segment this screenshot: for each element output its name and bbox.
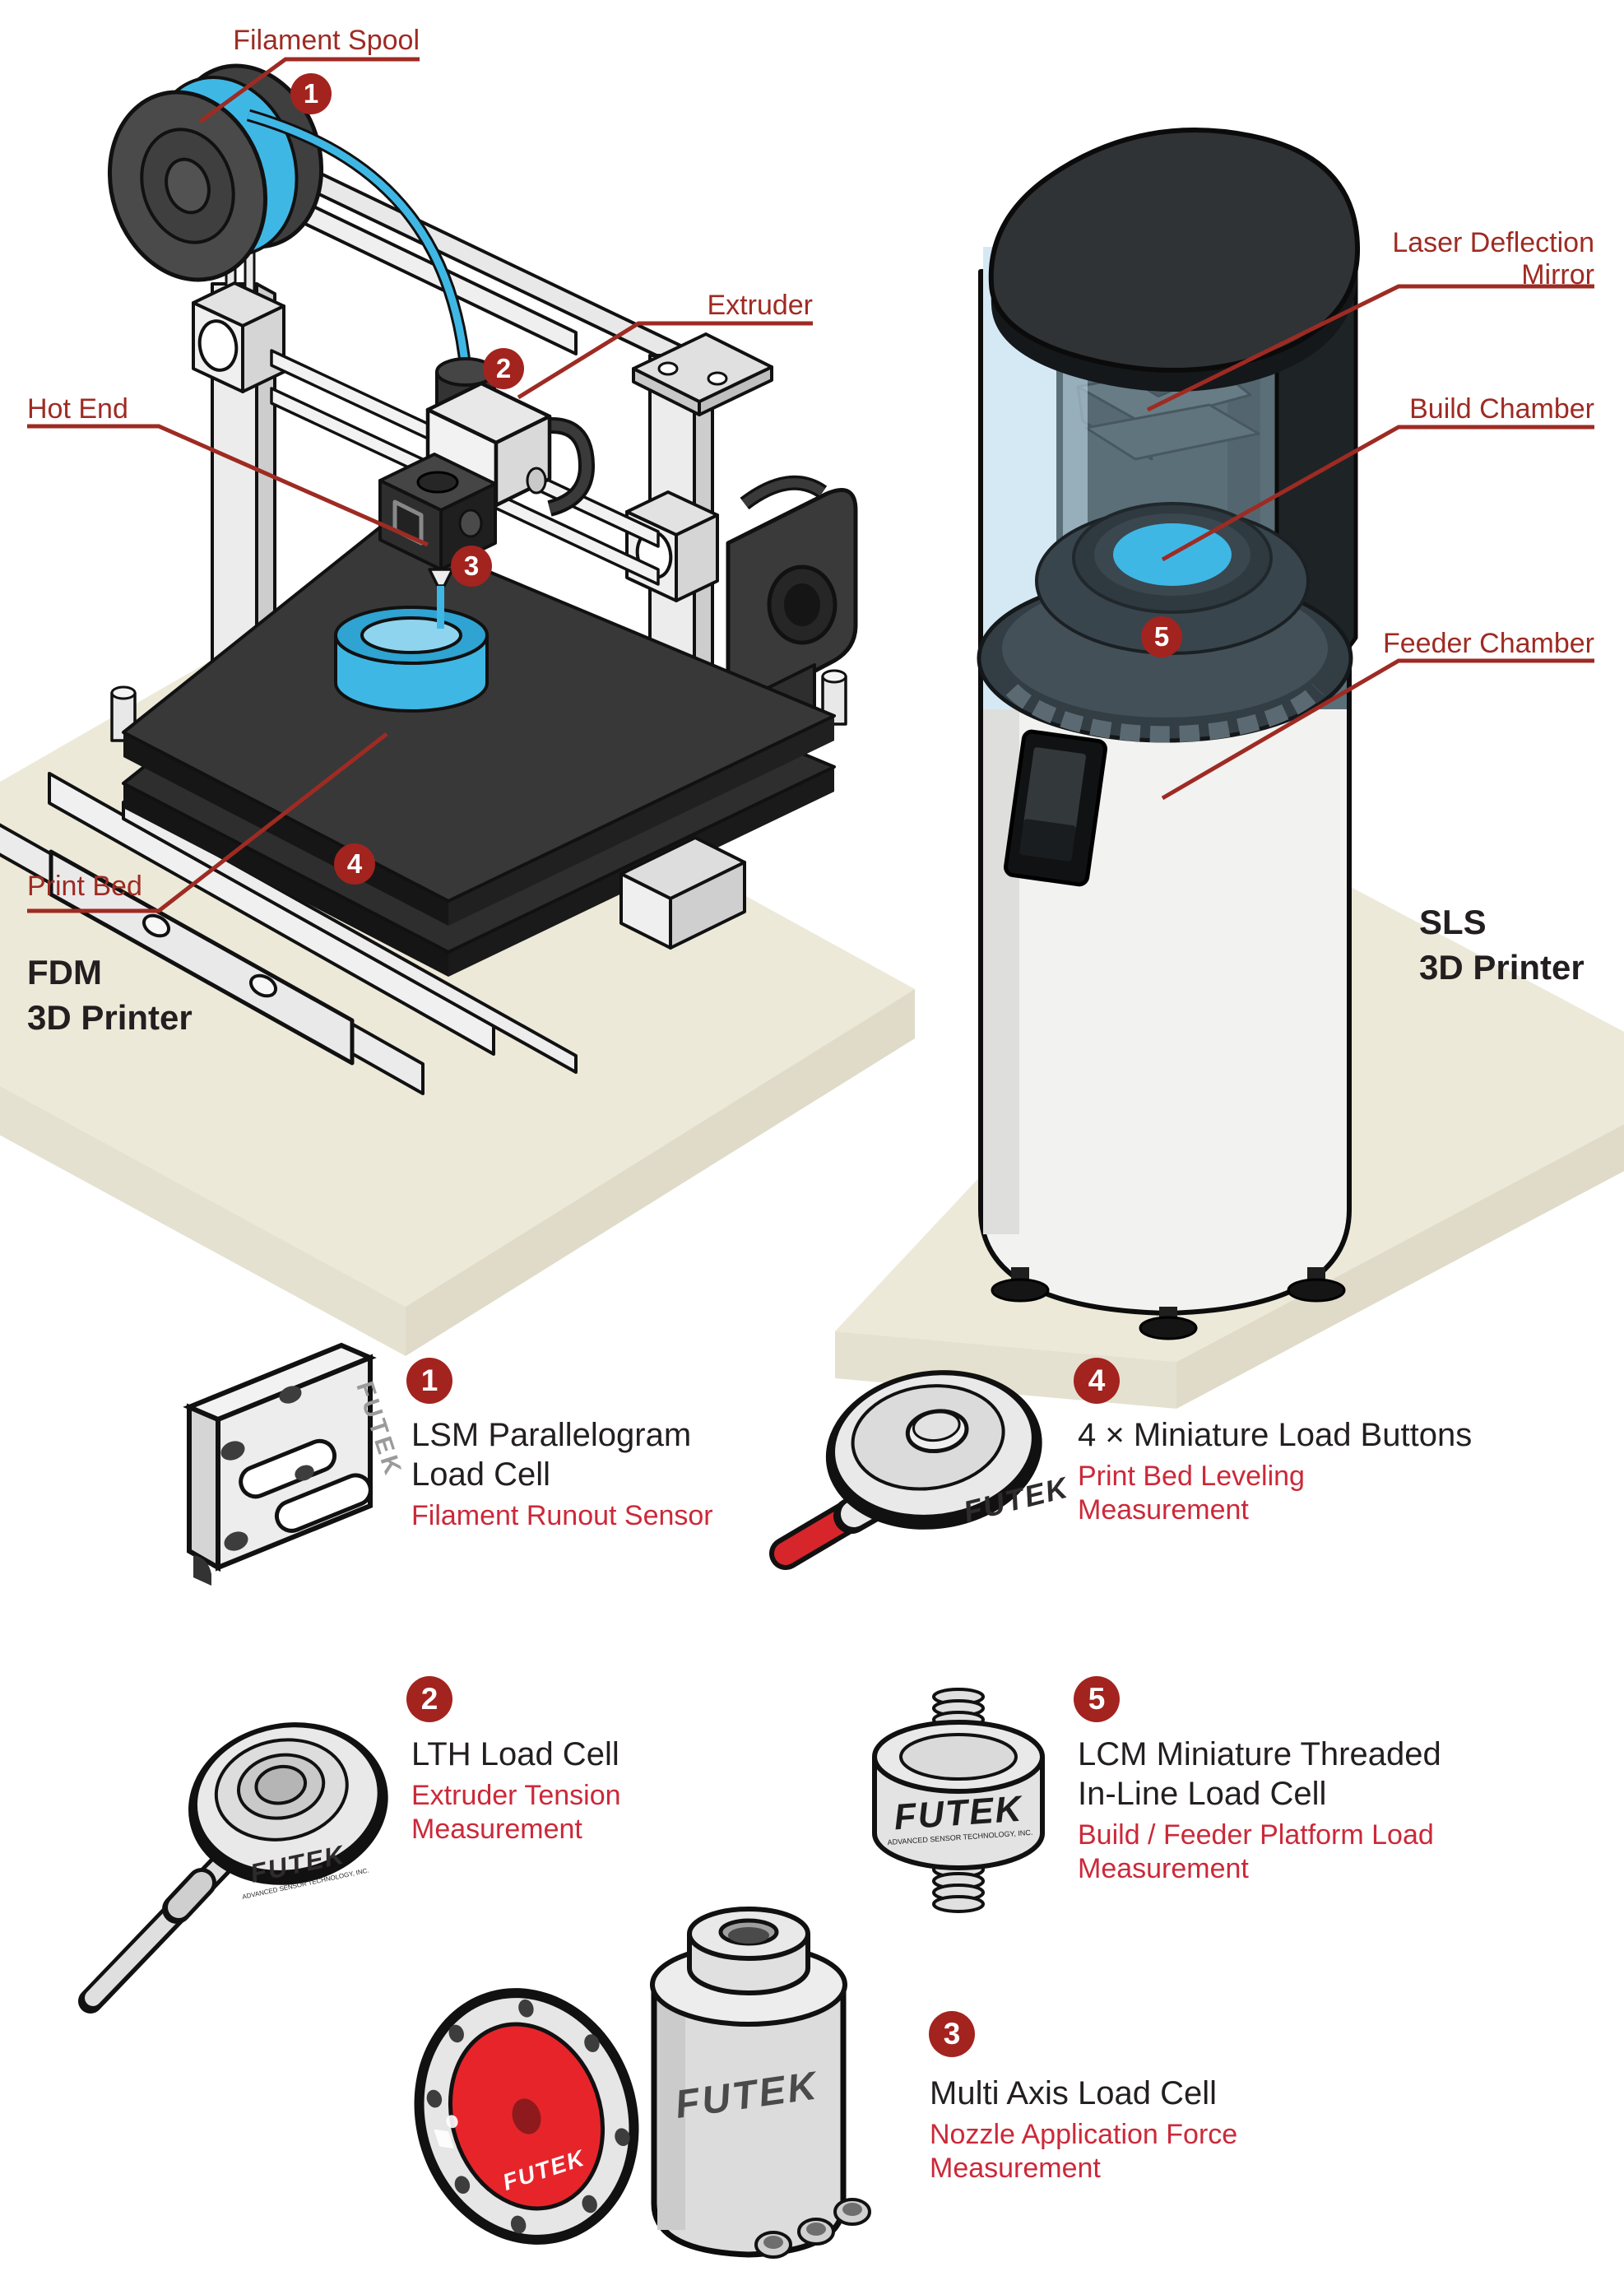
- callout-laser-line-2: Mirror: [1521, 259, 1594, 291]
- callout-print-bed: Print Bed: [27, 871, 142, 902]
- badge-filament-spool: 1: [290, 73, 332, 114]
- product-1-subtitle-line-1: Filament Runout Sensor: [411, 1500, 713, 1531]
- fdm-label-line-1: FDM: [27, 953, 102, 992]
- product-5-badge: 5: [1074, 1676, 1120, 1722]
- printed-part: [334, 606, 489, 713]
- product-2-subtitle-line-2: Measurement: [411, 1813, 582, 1845]
- product-3-title-line-1: Multi Axis Load Cell: [930, 2075, 1218, 2111]
- leader-lines: [27, 57, 1594, 913]
- callout-laser-line-1: Laser Deflection: [1392, 227, 1594, 258]
- product-5-title-line-1: LCM Miniature Threaded: [1078, 1736, 1441, 1772]
- product-2-title-line-1: LTH Load Cell: [411, 1736, 619, 1772]
- leader-hot-end: [27, 424, 429, 547]
- filament-tube: [246, 109, 472, 371]
- multi-axis-cylinder: FUTEK: [650, 1907, 871, 2259]
- futek-logo-text: FUTEK: [893, 1789, 1025, 1838]
- product-2-badge: 2: [406, 1676, 452, 1722]
- build-chamber-bowl: [1072, 502, 1273, 614]
- fdm-printer-label: FDM 3D Printer: [27, 950, 193, 1040]
- product-3-text: Multi Axis Load Cell Nozzle Application …: [930, 2074, 1357, 2185]
- leader-feeder-chamber: [1161, 658, 1594, 801]
- product-1-badge: 1: [406, 1358, 452, 1404]
- product-art-load-button: FUTEK: [769, 1370, 1073, 1570]
- product-art-lcm: FUTEK ADVANCED SENSOR TECHNOLOGY, INC.: [872, 1688, 1045, 1913]
- product-4-subtitle-line-2: Measurement: [1078, 1493, 1249, 1526]
- product-4-badge: 4: [1074, 1358, 1120, 1404]
- sls-label-line-1: SLS: [1419, 903, 1487, 941]
- product-art-multi-axis: FUTEK FUTEK: [414, 1907, 871, 2259]
- product-3-badge: 3: [929, 2011, 975, 2057]
- product-3-subtitle-line-2: Measurement: [930, 2152, 1101, 2184]
- fdm-label-line-2: 3D Printer: [27, 997, 193, 1037]
- product-3-subtitle-line-1: Nozzle Application Force: [930, 2119, 1238, 2150]
- feeder-door: [1004, 729, 1107, 887]
- fdm-printer: [0, 63, 858, 1095]
- sls-label-line-2: 3D Printer: [1419, 947, 1585, 987]
- callout-laser-deflection-mirror: Laser Deflection Mirror: [1265, 227, 1594, 291]
- callout-hot-end: Hot End: [27, 393, 128, 425]
- product-4-text: 4 × Miniature Load Buttons Print Bed Lev…: [1078, 1415, 1538, 1527]
- product-4-subtitle-line-1: Print Bed Leveling: [1078, 1461, 1305, 1492]
- product-1-text: LSM Parallelogram Load Cell Filament Run…: [411, 1415, 757, 1533]
- sls-collar: [977, 507, 1353, 743]
- badge-extruder: 2: [483, 348, 524, 389]
- filament-spool: [107, 63, 324, 282]
- leader-laser-mirror: [1146, 284, 1594, 412]
- fdm-bed-rails: [0, 772, 578, 1095]
- callout-feeder-chamber: Feeder Chamber: [1382, 628, 1594, 659]
- product-1-title-line-1: LSM Parallelogram: [411, 1417, 692, 1453]
- leader-print-bed: [27, 732, 388, 913]
- hot-end: [378, 453, 497, 629]
- product-2-text: LTH Load Cell Extruder Tension Measureme…: [411, 1735, 757, 1846]
- callout-build-chamber: Build Chamber: [1409, 393, 1594, 425]
- callout-filament-spool: Filament Spool: [233, 25, 420, 56]
- callout-extruder: Extruder: [707, 290, 814, 321]
- cylinder-connectors: [754, 2198, 871, 2259]
- leader-extruder: [517, 321, 813, 400]
- fdm-print-bed: [110, 525, 847, 977]
- product-1-title-line-2: Load Cell: [411, 1456, 551, 1493]
- sls-feet: [991, 1267, 1346, 1340]
- sls-printer-label: SLS 3D Printer: [1419, 900, 1585, 990]
- product-2-subtitle-line-1: Extruder Tension: [411, 1780, 621, 1811]
- product-5-subtitle-line-2: Measurement: [1078, 1852, 1249, 1884]
- badge-hot-end: 3: [451, 546, 492, 587]
- product-5-subtitle-line-1: Build / Feeder Platform Load: [1078, 1819, 1434, 1851]
- product-art-lth: FUTEK ADVANCED SENSOR TECHNOLOGY, INC.: [78, 1722, 388, 2014]
- product-4-title-line-1: 4 × Miniature Load Buttons: [1078, 1417, 1473, 1453]
- product-art-lsm: FUTEK: [183, 1342, 407, 1586]
- extruder: [425, 357, 552, 508]
- leader-filament-spool: [198, 57, 420, 124]
- multi-axis-disc: FUTEK: [414, 1988, 639, 2245]
- product-5-text: LCM Miniature Threaded In-Line Load Cell…: [1078, 1735, 1538, 1886]
- sls-top-cap: [988, 128, 1361, 392]
- leader-build-chamber: [1161, 425, 1594, 562]
- product-5-title-line-2: In-Line Load Cell: [1078, 1776, 1327, 1812]
- badge-build-chamber: 5: [1141, 616, 1182, 657]
- sls-printer: [977, 128, 1361, 1340]
- badge-print-bed: 4: [334, 843, 375, 885]
